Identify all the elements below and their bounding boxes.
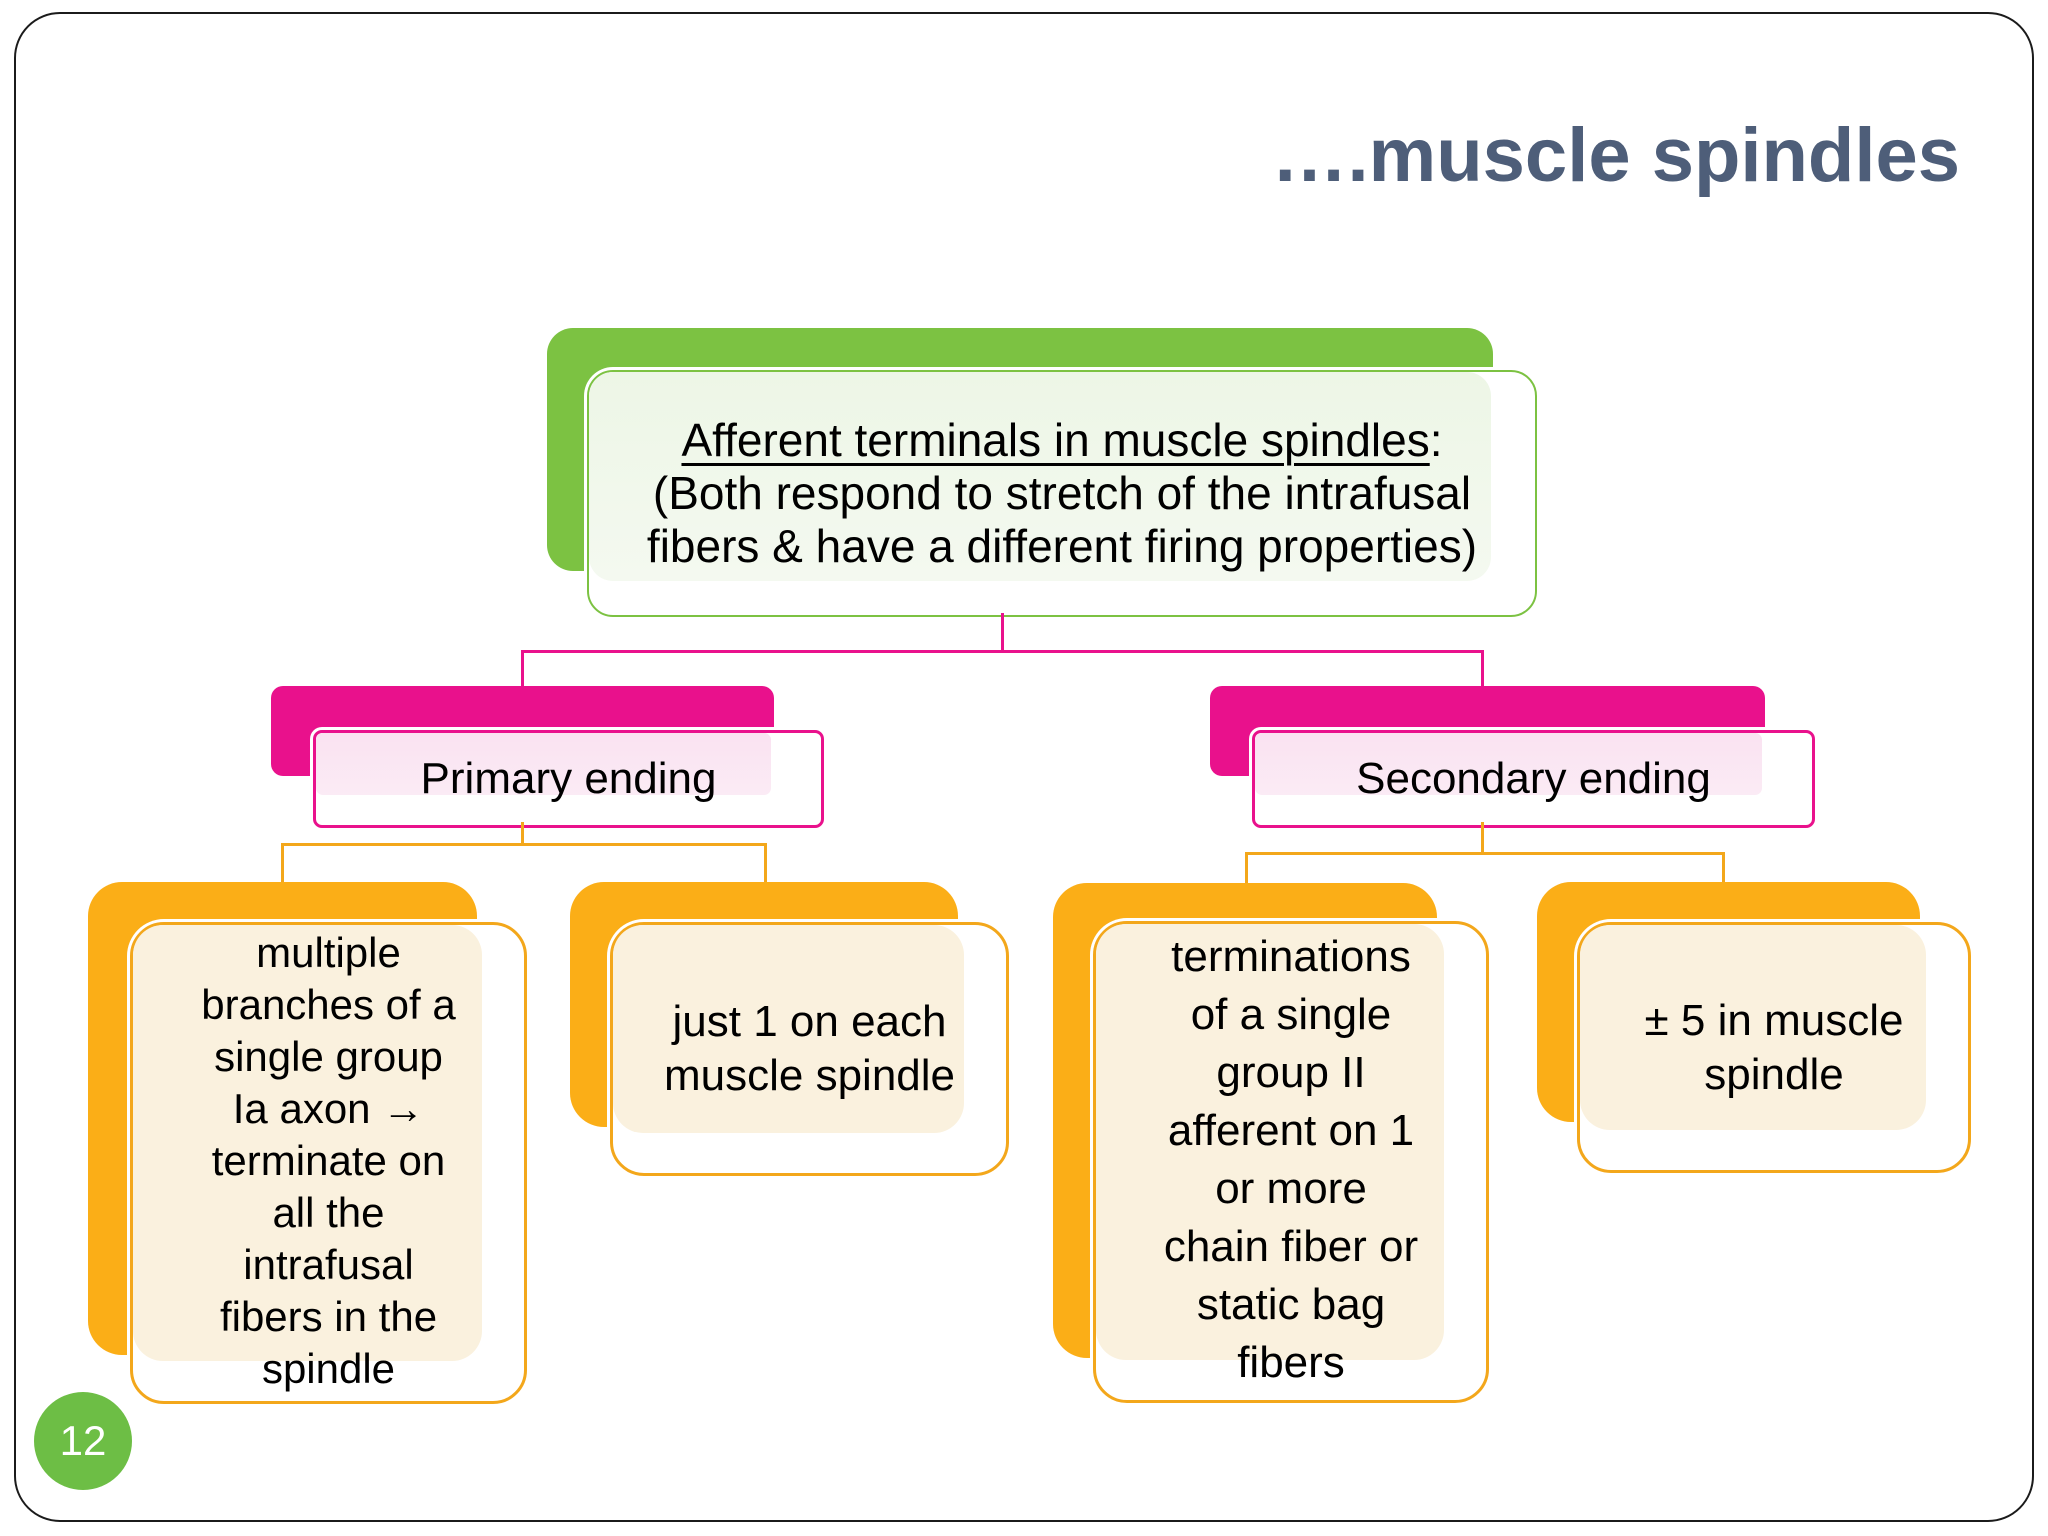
connector-drop-leaf-1 [281,843,284,882]
page-number: 12 [59,1417,107,1464]
leaf-plus-minus-five-fill [1580,925,1926,1130]
slide-title: ….muscle spindles [1271,113,1960,198]
root-node-rest-text: : (Both respond to stretch of the intraf… [646,414,1478,572]
leaf-plus-minus-five-node: ± 5 in muscle spindle [1577,922,1971,1173]
connector-drop-leaf-3 [1245,852,1248,883]
leaf-just-one-node: just 1 on each muscle spindle [610,922,1009,1176]
secondary-ending-node: Secondary ending [1252,730,1815,828]
page-number-badge: 12 [34,1392,132,1490]
connector-drop-primary [521,650,524,686]
primary-ending-label: Primary ending [420,754,717,803]
connector-drop-leaf-2 [764,843,767,882]
secondary-ending-label: Secondary ending [1356,754,1711,803]
root-node-underlined-text: Afferent terminals in muscle spindles [681,414,1430,466]
leaf-multiple-branches-fill [133,925,482,1361]
leaf-multiple-branches-node: multiple branches of a single group Ia a… [130,922,527,1404]
leaf-terminations-node: terminations of a single group II affere… [1093,921,1489,1403]
connector-primary-horizontal [281,843,767,846]
leaf-plus-minus-five-text: ± 5 in muscle spindle [1644,995,1904,1099]
leaf-just-one-fill [613,925,964,1133]
connector-secondary-horizontal [1245,852,1725,855]
connector-secondary-stub [1481,822,1484,852]
root-node-text: Afferent terminals in muscle spindles: (… [589,372,1535,615]
connector-drop-secondary [1481,650,1484,686]
connector-primary-stub [521,822,524,843]
leaf-terminations-fill [1096,924,1444,1360]
leaf-just-one-text: just 1 on each muscle spindle [663,997,956,1100]
primary-ending-node: Primary ending [313,730,824,828]
root-node: Afferent terminals in muscle spindles: (… [587,370,1537,617]
primary-ending-fill [316,733,771,795]
connector-root-stub [1001,613,1004,650]
leaf-terminations-text: terminations of a single group II affere… [1163,932,1419,1387]
connector-drop-leaf-4 [1722,852,1725,883]
root-node-fill [589,372,1491,581]
secondary-ending-fill [1255,733,1762,795]
connector-root-horizontal [521,650,1484,653]
leaf-multiple-branches-text: multiple branches of a single group Ia a… [201,929,456,1392]
